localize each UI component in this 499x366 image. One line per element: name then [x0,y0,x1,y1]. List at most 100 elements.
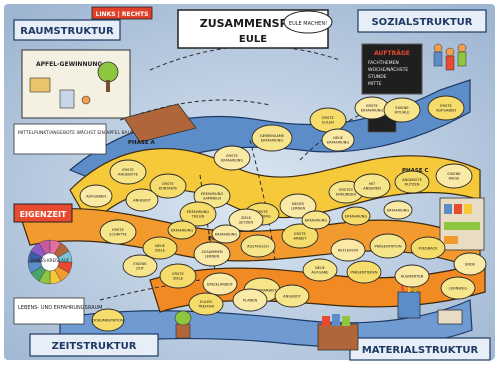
auftraege-title: AUFTRÄGE [374,50,410,57]
node-label: PARTNERARBEIT [247,288,277,292]
material-shelf [439,197,485,251]
node-bubble [213,145,251,171]
top-flag-text: LINKS | RECHTS [96,11,149,18]
node-label: ANGEBOT [133,198,151,202]
node-label: LERNWEG [449,286,467,290]
flow-node: ERFAHRUNG [383,200,413,220]
table-icon [29,77,51,93]
flow-node: ENDE [453,252,487,276]
flow-node: AUSWERTEN [394,264,430,288]
label-sozialstruktur: SOZIALSTRUKTUR [357,9,487,33]
flow-node: ERFAHRUNG [301,210,331,230]
flow-node: ERFAHRUNG [167,220,197,240]
flow-node: ERFAHRUNG [211,224,241,244]
node-bubble [228,208,264,232]
plant-pot [174,310,192,339]
node-bubble [142,236,178,260]
node-bubble [394,264,430,288]
flow-node: PRÄSENTATION [369,233,407,259]
node-bubble [159,263,197,289]
node-bubble [274,284,310,308]
flow-node: FEEDBACK [410,236,446,260]
title-speech-bubble: EULE MACHEN! [283,10,333,34]
node-bubble [383,97,421,123]
zeitstruktur-text: ZEITSTRUKTUR [52,341,137,352]
node-bubble [167,220,197,240]
node-label: PRÄSENTATION [374,243,401,248]
label-zeitstruktur: ZEITSTRUKTUR [29,333,159,357]
raumstruktur-text: RAUMSTRUKTUR [20,26,114,37]
auftraege-line-3: MITTE [368,81,382,87]
node-bubble [394,170,430,194]
flow-node: LERNWEG [440,276,476,300]
node-bubble [179,201,217,227]
node-bubble [193,241,231,267]
flow-node: ANGEBOT [125,188,159,212]
node-bubble [188,292,224,316]
room-board-caption: MITTELPUNKT/ANGEBOTE WÄCHST EIN APFEL BA… [13,123,165,155]
title-sub: EULE [239,34,267,45]
node-label: PRÄSENTIEREN [350,269,378,274]
flow-node: EINZELARBEIT [202,272,238,296]
flow-node: AUFGABEN [79,184,113,208]
flow-node: ERFAHRUNG [341,206,371,226]
node-label: ERFAHRUNG [215,232,237,236]
node-bubble [383,200,413,220]
node-label: AUFGABEN [86,194,106,198]
room-board-caption-text: MITTELPUNKT/ANGEBOTE WÄCHST EIN APFEL BA… [18,129,165,136]
people-group [433,43,467,71]
flow-node: REFLEXION [330,238,366,262]
top-flag: LINKS | RECHTS [91,6,153,20]
sozialstruktur-text: SOZIALSTRUKTUR [371,17,472,28]
apple-tree-icon [97,61,119,83]
node-label: REFLEXION [338,248,358,252]
title-main: ZUSAMMENSPIEL [200,17,307,30]
auftraege-line-0: FACHTHEMEN [368,60,399,66]
brown-board [123,103,197,143]
node-bubble [202,272,238,296]
node-bubble [427,95,465,121]
crate-of-materials [317,314,359,351]
node-bubble [240,234,276,258]
blue-band-lower [59,299,473,348]
node-bubble [330,238,366,262]
node-label: ERFAHRUNG [305,218,327,222]
room-board-title: APFEL-GEWINNUNG [36,61,102,68]
eigenzeit-text: EIGENZEIT [20,210,67,219]
year-wheel [27,239,73,285]
phase-label: PHASE A [128,140,156,146]
node-bubble [321,128,355,152]
flow-node: PLANEN [232,288,268,312]
lebens-label: LEBENS- UND ERFAHRUNGSRAUM [13,297,103,325]
